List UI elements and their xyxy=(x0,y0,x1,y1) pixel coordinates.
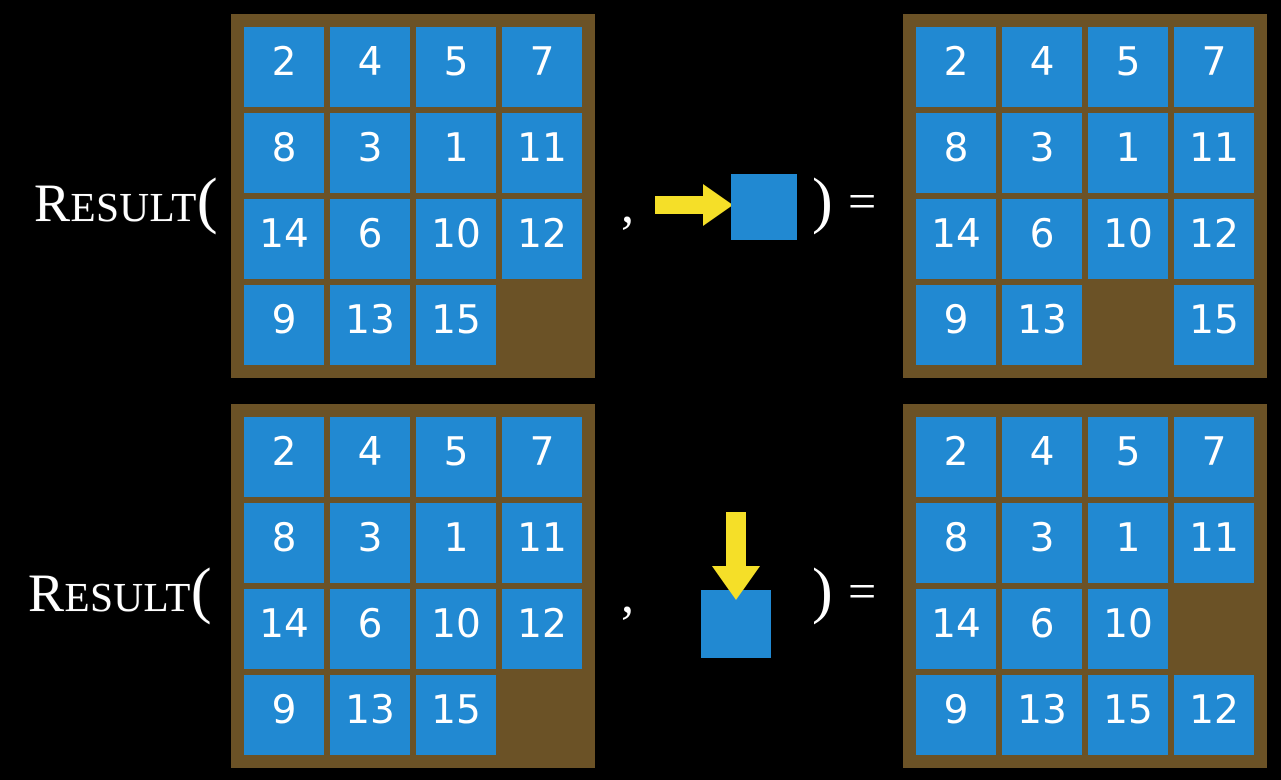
grid-cell[interactable]: 4 xyxy=(1002,27,1082,107)
grid-cell-empty[interactable] xyxy=(1088,285,1168,365)
equals-sign: = xyxy=(848,173,877,229)
grid-cell[interactable]: 9 xyxy=(244,285,324,365)
input-grid: 2 4 5 7 8 3 1 11 14 6 10 12 9 13 15 xyxy=(231,14,595,378)
result-label-rest: ESULT xyxy=(70,184,197,230)
grid-cell[interactable]: 9 xyxy=(244,675,324,755)
grid-cell[interactable]: 14 xyxy=(244,199,324,279)
grid-cell-empty[interactable] xyxy=(1174,589,1254,669)
grid-cell[interactable]: 10 xyxy=(1088,199,1168,279)
output-grid: 2 4 5 7 8 3 1 11 14 6 10 9 13 15 12 xyxy=(903,404,1267,768)
grid-cell[interactable]: 4 xyxy=(330,417,410,497)
grid-cell[interactable]: 14 xyxy=(244,589,324,669)
grid-cell[interactable]: 5 xyxy=(1088,27,1168,107)
grid-cell[interactable]: 3 xyxy=(330,113,410,193)
result-label-rest: ESULT xyxy=(64,574,191,620)
grid-cell-empty[interactable] xyxy=(502,675,582,755)
grid-cell-empty[interactable] xyxy=(502,285,582,365)
grid-cell[interactable]: 15 xyxy=(416,675,496,755)
argument-separator-comma: , xyxy=(621,567,634,624)
grid-cell[interactable]: 1 xyxy=(1088,113,1168,193)
output-grid: 2 4 5 7 8 3 1 11 14 6 10 12 9 13 15 xyxy=(903,14,1267,378)
grid-cell[interactable]: 2 xyxy=(244,417,324,497)
grid-cell[interactable]: 11 xyxy=(1174,113,1254,193)
result-label-initial: R xyxy=(34,173,71,233)
grid-cell[interactable]: 7 xyxy=(502,417,582,497)
grid-cell[interactable]: 8 xyxy=(244,113,324,193)
grid-cell[interactable]: 2 xyxy=(244,27,324,107)
grid-cell[interactable]: 12 xyxy=(502,589,582,669)
result-function-label: RESULT( xyxy=(34,166,218,237)
result-function-label: RESULT( xyxy=(28,556,212,627)
grid-cell[interactable]: 6 xyxy=(330,589,410,669)
grid-cell[interactable]: 15 xyxy=(1174,285,1254,365)
grid-cell[interactable]: 14 xyxy=(916,199,996,279)
grid-cell[interactable]: 7 xyxy=(1174,417,1254,497)
grid-cell[interactable]: 6 xyxy=(330,199,410,279)
grid-cell[interactable]: 13 xyxy=(1002,675,1082,755)
grid-cell[interactable]: 12 xyxy=(1174,199,1254,279)
result-label-initial: R xyxy=(28,563,65,623)
grid-cell[interactable]: 6 xyxy=(1002,199,1082,279)
grid-cell[interactable]: 13 xyxy=(330,285,410,365)
grid-cell[interactable]: 11 xyxy=(1174,503,1254,583)
argument-separator-comma: , xyxy=(621,177,634,234)
grid-cell[interactable]: 13 xyxy=(1002,285,1082,365)
grid-cell[interactable]: 7 xyxy=(1174,27,1254,107)
grid-cell[interactable]: 11 xyxy=(502,503,582,583)
grid-cell[interactable]: 5 xyxy=(416,417,496,497)
grid-cell[interactable]: 1 xyxy=(416,113,496,193)
equals-sign: = xyxy=(848,563,877,619)
grid-cell[interactable]: 3 xyxy=(330,503,410,583)
grid-cell[interactable]: 7 xyxy=(502,27,582,107)
grid-cell[interactable]: 5 xyxy=(1088,417,1168,497)
grid-cell[interactable]: 1 xyxy=(416,503,496,583)
result-label-open-paren: ( xyxy=(196,167,218,235)
grid-cell[interactable]: 10 xyxy=(416,589,496,669)
grid-cell[interactable]: 10 xyxy=(416,199,496,279)
arrow-down-icon-overlay xyxy=(712,512,760,600)
arrow-right-icon xyxy=(655,184,733,226)
grid-cell[interactable]: 12 xyxy=(502,199,582,279)
grid-cell[interactable]: 1 xyxy=(1088,503,1168,583)
grid-cell[interactable]: 5 xyxy=(416,27,496,107)
input-grid: 2 4 5 7 8 3 1 11 14 6 10 12 9 13 15 xyxy=(231,404,595,768)
result-label-open-paren: ( xyxy=(190,557,212,625)
close-paren: ) xyxy=(812,557,833,625)
grid-cell[interactable]: 2 xyxy=(916,27,996,107)
close-paren: ) xyxy=(812,167,833,235)
grid-cell[interactable]: 11 xyxy=(502,113,582,193)
grid-cell[interactable]: 12 xyxy=(1174,675,1254,755)
grid-cell[interactable]: 2 xyxy=(916,417,996,497)
slide-down-equation: RESULT( 2 4 5 7 8 3 1 11 14 6 10 12 9 13… xyxy=(0,390,1281,780)
grid-cell[interactable]: 9 xyxy=(916,675,996,755)
slide-right-equation: RESULT( 2 4 5 7 8 3 1 11 14 6 10 12 9 13… xyxy=(34,14,1267,378)
action-tile xyxy=(731,174,797,240)
grid-cell[interactable]: 3 xyxy=(1002,113,1082,193)
grid-cell[interactable]: 15 xyxy=(1088,675,1168,755)
grid-cell[interactable]: 9 xyxy=(916,285,996,365)
grid-cell[interactable]: 15 xyxy=(416,285,496,365)
grid-cell[interactable]: 13 xyxy=(330,675,410,755)
grid-cell[interactable]: 8 xyxy=(916,113,996,193)
grid-cell[interactable]: 3 xyxy=(1002,503,1082,583)
grid-cell[interactable]: 8 xyxy=(244,503,324,583)
action-tile xyxy=(701,590,771,658)
grid-cell[interactable]: 14 xyxy=(916,589,996,669)
grid-cell[interactable]: 4 xyxy=(330,27,410,107)
grid-cell[interactable]: 8 xyxy=(916,503,996,583)
grid-cell[interactable]: 6 xyxy=(1002,589,1082,669)
grid-cell[interactable]: 4 xyxy=(1002,417,1082,497)
grid-cell[interactable]: 10 xyxy=(1088,589,1168,669)
